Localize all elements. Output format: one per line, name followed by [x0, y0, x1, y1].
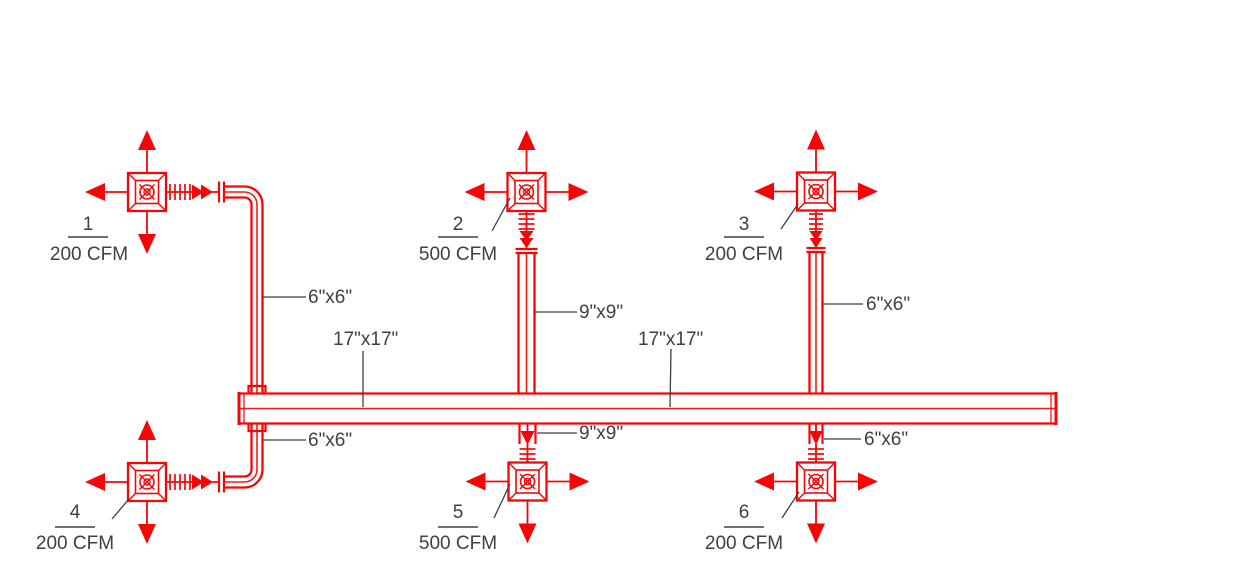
throw-arrow-right-icon — [545, 471, 591, 492]
ceiling-diffuser-icon — [506, 171, 547, 213]
flow-arrow-icon — [809, 231, 823, 241]
diffuser-tag-4: 4 200 CFM — [36, 498, 130, 554]
tag-cfm: 200 CFM — [705, 244, 783, 265]
throw-arrow-left-icon — [753, 471, 798, 492]
duct-size-label-top-right: 6"x6" — [866, 294, 910, 315]
throw-arrow-down-icon — [137, 500, 157, 545]
leader-line — [669, 348, 672, 408]
throw-arrow-up-icon — [516, 129, 537, 174]
tag-number: 5 — [453, 502, 464, 523]
throw-arrow-down-icon — [806, 499, 826, 545]
diffuser-tag-6: 6 200 CFM — [705, 491, 800, 554]
flow-arrow-icon — [201, 184, 213, 200]
throw-arrow-down-icon — [517, 499, 538, 545]
leader-line — [111, 498, 130, 520]
throw-arrow-up-icon — [806, 128, 826, 174]
duct-size-label-bottom-mid: 9"x9" — [579, 423, 623, 444]
tag-number: 2 — [453, 214, 464, 235]
leader-line — [780, 203, 799, 230]
throw-arrow-up-icon — [137, 129, 157, 174]
branch-duct-left — [225, 185, 267, 489]
branch-duct-top-mid — [515, 211, 538, 394]
diffuser-4 — [84, 419, 168, 545]
throw-arrow-right-icon — [834, 181, 879, 202]
flow-arrow-icon — [519, 231, 534, 241]
diffuser-3 — [753, 128, 879, 212]
diffuser-tag-2: 2 500 CFM — [419, 197, 511, 265]
throw-arrow-left-icon — [84, 182, 129, 202]
duct-size-label-trunk-left: 17"x17" — [333, 329, 398, 350]
diffuser-1 — [84, 129, 168, 255]
tag-number: 4 — [70, 502, 81, 523]
takeoff-collar-top-left — [247, 384, 267, 394]
throw-arrow-up-icon — [137, 419, 157, 464]
branch-duct-bottom-mid — [518, 423, 537, 463]
branch-duct-top-right — [806, 210, 826, 394]
ceiling-diffuser-icon — [507, 461, 548, 502]
takeoff-collar-bottom-left — [247, 423, 267, 433]
duct-size-label-top-mid: 9"x9" — [579, 302, 623, 323]
tag-number: 6 — [739, 502, 750, 523]
tag-cfm: 200 CFM — [705, 533, 783, 554]
diffuser-5 — [464, 461, 591, 545]
throw-arrow-left-icon — [84, 472, 129, 492]
throw-arrow-right-icon — [834, 471, 879, 492]
tag-number: 1 — [83, 214, 94, 235]
flex-connector-4 — [166, 471, 226, 493]
leader-line — [781, 491, 800, 519]
flex-connector-1 — [166, 181, 226, 203]
flow-arrow-icon — [809, 431, 823, 445]
ceiling-diffuser-icon — [126, 171, 168, 213]
tag-cfm: 200 CFM — [36, 533, 114, 554]
throw-arrow-left-icon — [464, 471, 510, 492]
ceiling-diffuser-icon — [126, 461, 168, 503]
duct-size-label-bottom-right: 6"x6" — [864, 429, 908, 450]
flow-arrow-icon — [192, 184, 204, 200]
flow-arrow-icon — [809, 238, 823, 248]
throw-arrow-left-icon — [463, 182, 509, 202]
duct-size-label-bottom-left: 6"x6" — [308, 430, 352, 451]
tag-number: 3 — [739, 214, 750, 235]
flow-arrow-icon — [519, 238, 534, 248]
duct-size-annotations: 6"x6" 17"x17" 9"x9" 17"x17" 6"x6" 6"x6" … — [263, 287, 910, 451]
flow-arrow-icon — [201, 474, 213, 490]
ceiling-diffuser-icon — [795, 171, 837, 212]
branch-duct-bottom-right — [808, 423, 824, 463]
diffuser-tag-5: 5 500 CFM — [419, 483, 511, 554]
leader-line — [491, 197, 511, 232]
flow-arrow-icon — [520, 431, 535, 445]
main-trunk-duct — [237, 392, 1058, 425]
throw-arrow-right-icon — [544, 182, 590, 202]
throw-arrow-left-icon — [753, 181, 798, 202]
throw-arrow-down-icon — [137, 210, 157, 255]
tag-cfm: 500 CFM — [419, 533, 497, 554]
diffuser-tag-3: 3 200 CFM — [705, 203, 799, 265]
leader-line — [493, 483, 511, 519]
diffuser-2 — [463, 129, 590, 213]
duct-size-label-top-left: 6"x6" — [308, 287, 352, 308]
diffuser-tag-1: 1 200 CFM — [50, 214, 128, 265]
ceiling-diffuser-icon — [795, 461, 837, 502]
tag-cfm: 500 CFM — [419, 244, 497, 265]
flow-arrow-icon — [192, 474, 204, 490]
duct-size-label-trunk-right: 17"x17" — [638, 329, 703, 350]
diffuser-6 — [753, 461, 879, 545]
tag-cfm: 200 CFM — [50, 244, 128, 265]
